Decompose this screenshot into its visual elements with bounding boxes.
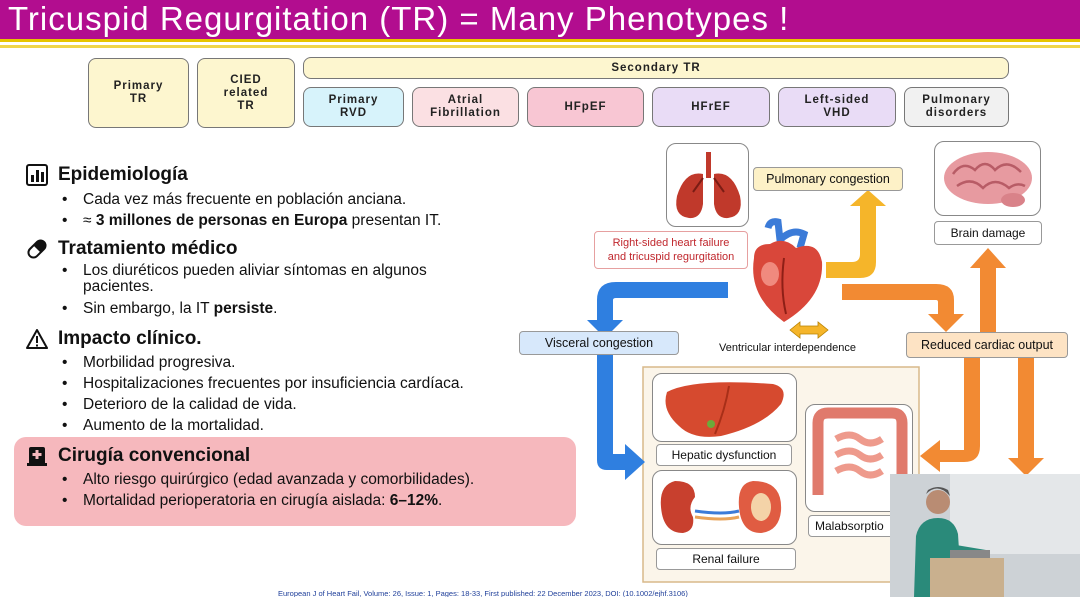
heart-image xyxy=(740,218,830,328)
pill-icon xyxy=(27,239,47,259)
warning-icon xyxy=(26,329,48,349)
brain-icon xyxy=(944,152,1032,207)
phenotype-primary-tr: Primary TR xyxy=(88,58,189,128)
phenotype-hfpef: HFpEF xyxy=(527,87,644,127)
impact-list: Morbilidad progresiva. Hospitalizaciones… xyxy=(62,352,464,436)
kidneys-image xyxy=(652,470,797,545)
reduced-cardiac-output-label: Reduced cardiac output xyxy=(906,332,1068,358)
surgery-list: Alto riesgo quirúrgico (edad avanzada y … xyxy=(62,469,474,511)
list-item: Hospitalizaciones frecuentes por insufic… xyxy=(62,373,464,394)
brain-image xyxy=(934,141,1041,216)
heart-icon xyxy=(753,218,823,322)
orange-arrow-heart xyxy=(842,284,964,332)
phenotype-pulmonary-disorders: Pulmonary disorders xyxy=(904,87,1009,127)
title-bar: Tricuspid Regurgitation (TR) = Many Phen… xyxy=(0,0,1080,42)
speaker-figure-icon xyxy=(890,474,1080,597)
list-item: Alto riesgo quirúrgico (edad avanzada y … xyxy=(62,469,474,490)
lungs-icon xyxy=(676,152,741,219)
yellow-arrow xyxy=(826,190,886,278)
pulmonary-congestion-label: Pulmonary congestion xyxy=(753,167,903,191)
list-item: Deterioro de la calidad de vida. xyxy=(62,394,464,415)
kidneys-icon xyxy=(660,481,782,533)
impact-title: Impacto clínico. xyxy=(26,328,202,350)
phenotype-hfref: HFrEF xyxy=(652,87,770,127)
list-item: Morbilidad progresiva. xyxy=(62,352,464,373)
treatment-title: Tratamiento médico xyxy=(26,238,238,260)
list-item: Los diuréticos pueden aliviar síntomas e… xyxy=(62,263,492,295)
treatment-list: Los diuréticos pueden aliviar síntomas e… xyxy=(62,263,492,318)
epidemiology-title: Epidemiología xyxy=(26,164,188,186)
list-item: Cada vez más frecuente en población anci… xyxy=(62,189,441,210)
phenotype-secondary-header: Secondary TR xyxy=(303,57,1009,79)
title-underline xyxy=(0,45,1080,48)
slide-title: Tricuspid Regurgitation (TR) = Many Phen… xyxy=(8,0,790,37)
phenotype-primary-rvd: Primary RVD xyxy=(303,87,404,127)
surgery-title: Cirugía convencional xyxy=(26,445,250,467)
orange-arrow-right xyxy=(1008,358,1044,476)
phenotype-left-sided-vhd: Left-sided VHD xyxy=(778,87,896,127)
phenotype-cied-tr: CIED related TR xyxy=(197,58,295,128)
malabsorption-label: Malabsorptio xyxy=(808,515,894,537)
ventricular-interdependence-label: Ventricular interdependence xyxy=(719,342,856,354)
hepatic-dysfunction-label: Hepatic dysfunction xyxy=(656,444,792,466)
reference-citation: European J of Heart Fail, Volume: 26, Is… xyxy=(278,589,688,597)
orange-arrow-brain xyxy=(970,248,1006,332)
list-item: Aumento de la mortalidad. xyxy=(62,415,464,436)
bar-chart-icon xyxy=(26,164,48,186)
speaker-video-overlay xyxy=(890,474,1080,597)
hospital-bed-icon xyxy=(27,447,47,466)
phenotype-atrial-fibrillation: Atrial Fibrillation xyxy=(412,87,519,127)
intestine-icon xyxy=(812,407,908,495)
liver-image xyxy=(652,373,797,442)
list-item: Mortalidad perioperatoria en cirugía ais… xyxy=(62,490,474,511)
brain-damage-label: Brain damage xyxy=(934,221,1042,245)
list-item: ≈ 3 millones de personas en Europa prese… xyxy=(62,210,441,231)
epidemiology-list: Cada vez más frecuente en población anci… xyxy=(62,189,441,231)
list-item: Sin embargo, la IT persiste. xyxy=(62,301,492,318)
liver-icon xyxy=(665,382,784,437)
orange-arrow-intestine xyxy=(920,358,980,472)
lungs-image xyxy=(666,143,749,227)
right-heart-failure-label: Right-sided heart failure and tricuspid … xyxy=(594,231,748,269)
visceral-congestion-label: Visceral congestion xyxy=(519,331,679,355)
renal-failure-label: Renal failure xyxy=(656,548,796,570)
